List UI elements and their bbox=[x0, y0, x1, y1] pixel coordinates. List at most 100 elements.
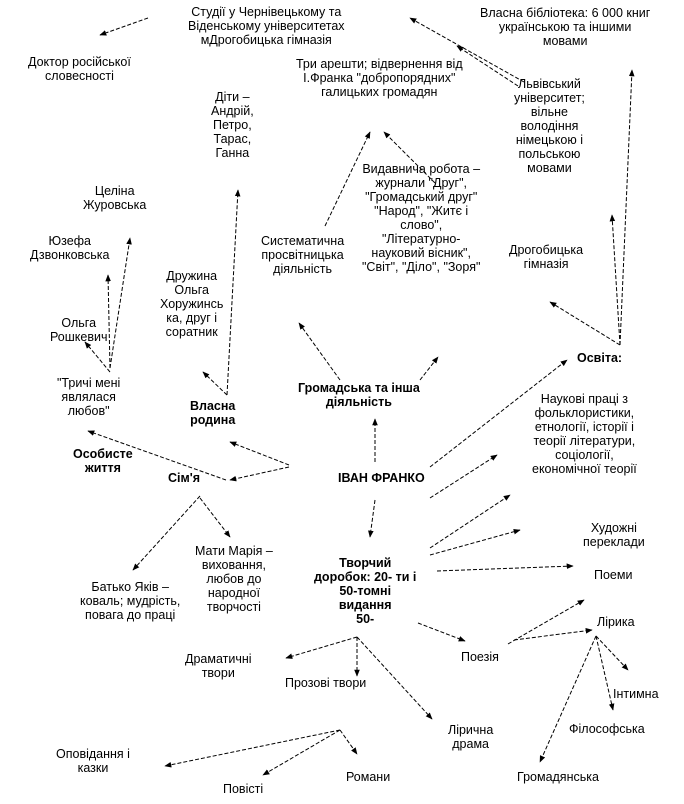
node-line: Поезія bbox=[461, 650, 499, 664]
connector-arrow bbox=[595, 635, 615, 711]
novels-node: Романи bbox=[346, 770, 390, 784]
connector-arrow bbox=[229, 441, 290, 466]
node-line: Львівський bbox=[518, 77, 581, 91]
connector-arrow bbox=[164, 729, 341, 768]
node-line: ка, друг і bbox=[166, 311, 218, 325]
node-line: "Літературно- bbox=[381, 232, 461, 246]
node-line: казки bbox=[77, 761, 109, 775]
prose-works-node: Прозові твори bbox=[285, 676, 366, 690]
connector-arrow bbox=[609, 214, 621, 346]
connector-arrow bbox=[199, 497, 231, 538]
connector-arrow bbox=[229, 466, 290, 482]
node-line: Діти – bbox=[215, 90, 250, 104]
node-line: Романи bbox=[346, 770, 391, 784]
node-line: доробок: 20- ти і bbox=[314, 570, 417, 584]
node-line: життя bbox=[84, 461, 121, 475]
node-line: являлася bbox=[61, 390, 116, 404]
node-line: Власна bbox=[190, 399, 236, 413]
node-line: галицьких громадян bbox=[321, 85, 438, 99]
father-node: Батько Яків –коваль; мудрість,повага до … bbox=[80, 580, 180, 622]
node-line: Хоружинсь bbox=[160, 297, 224, 311]
node-line: Мати Марія – bbox=[195, 544, 273, 558]
connector-arrow bbox=[456, 45, 519, 87]
node-line: Віденському університетах bbox=[188, 19, 345, 33]
node-line: українською та іншими bbox=[498, 20, 632, 34]
node-line: Журовська bbox=[83, 198, 147, 212]
node-line: Художні bbox=[590, 521, 637, 535]
node-line: твори bbox=[201, 666, 235, 680]
node-line: науковий вісник", bbox=[371, 246, 471, 260]
node-line: Лірична bbox=[448, 723, 494, 737]
connector-arrow bbox=[429, 454, 498, 499]
node-line: етнології, історії і bbox=[534, 420, 634, 434]
node-line: любов до bbox=[206, 572, 262, 586]
connector-arrow bbox=[99, 17, 149, 36]
node-line: володіння bbox=[520, 119, 579, 133]
connector-arrow bbox=[356, 636, 433, 720]
node-line: німецькою і bbox=[515, 133, 583, 147]
node-line: Наукові праці з bbox=[540, 392, 629, 406]
connector-arrow bbox=[429, 528, 521, 556]
node-line: Ганна bbox=[215, 146, 250, 160]
family-node: Сім'я bbox=[168, 471, 200, 485]
education-node: Освіта: bbox=[577, 351, 622, 365]
connector-arrow bbox=[226, 189, 241, 396]
node-line: Сім'я bbox=[168, 471, 201, 485]
publishing-node: Видавнича робота –журнали "Друг","Громад… bbox=[362, 162, 480, 274]
node-line: Лірика bbox=[597, 615, 635, 629]
node-line: родина bbox=[190, 413, 236, 427]
center-node: ІВАН ФРАНКО bbox=[338, 471, 425, 485]
node-line: Громадська та інша bbox=[298, 381, 420, 395]
node-line: Рошкевич bbox=[50, 330, 108, 344]
node-line: польською bbox=[518, 147, 581, 161]
node-line: Дружина bbox=[166, 269, 218, 283]
node-line: Тарас, bbox=[213, 132, 252, 146]
node-line: Студії у Чернівецькому та bbox=[191, 5, 342, 19]
node-line: Систематична bbox=[261, 234, 345, 248]
node-line: "Світ", "Діло", "Зоря" bbox=[362, 260, 481, 274]
node-line: слово", bbox=[400, 218, 443, 232]
node-line: соратник bbox=[165, 325, 218, 339]
node-line: фольклористики, bbox=[534, 406, 635, 420]
node-line: Філософська bbox=[569, 722, 645, 736]
novellas-node: Повісті bbox=[223, 782, 263, 796]
node-line: Інтимна bbox=[613, 687, 659, 701]
node-line: народної bbox=[207, 586, 260, 600]
node-line: Повісті bbox=[223, 782, 264, 796]
connector-arrow bbox=[429, 359, 568, 468]
node-line: видання bbox=[338, 598, 392, 612]
node-line: діяльність bbox=[273, 262, 332, 276]
poetry-node: Поезія bbox=[461, 650, 499, 664]
node-line: університет; bbox=[514, 91, 585, 105]
node-line: Батько Яків – bbox=[91, 580, 169, 594]
node-line: "Громадський друг" bbox=[365, 190, 478, 204]
connector-arrow bbox=[324, 131, 371, 227]
node-line: любов" bbox=[67, 404, 110, 418]
node-line: творчості bbox=[206, 600, 261, 614]
node-line: Петро, bbox=[213, 118, 252, 132]
connector-arrow bbox=[339, 729, 358, 755]
node-line: Андрій, bbox=[211, 104, 254, 118]
node-line: Юзефа bbox=[48, 234, 91, 248]
node-line: виховання, bbox=[201, 558, 267, 572]
node-line: 50-томні bbox=[339, 584, 392, 598]
node-line: "Народ", "Житє і bbox=[374, 204, 469, 218]
connector-arrow bbox=[595, 635, 629, 671]
node-line: Целіна bbox=[94, 184, 135, 198]
node-line: гімназія bbox=[523, 257, 569, 271]
node-line: Освіта: bbox=[577, 351, 623, 365]
